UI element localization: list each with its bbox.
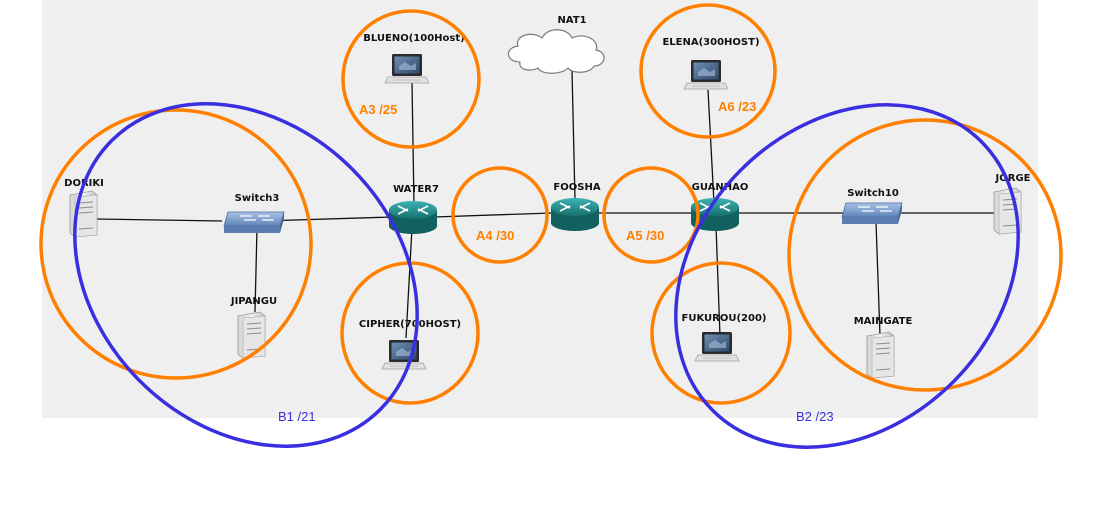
link-nat1-foosha [571, 69, 576, 201]
fukurou-laptop[interactable]: FUKUROU(200) [682, 313, 767, 362]
guanhao-router[interactable]: GUANHAO [690, 182, 749, 232]
maingate-server[interactable]: MAINGATE [854, 316, 913, 379]
subnet-circles [39, 3, 1063, 405]
switch10-label: Switch10 [847, 188, 899, 199]
blueno-laptop[interactable]: BLUENO(100Host) [363, 33, 465, 84]
subnet-circle-fukurou [650, 261, 792, 405]
water7-label: WATER7 [393, 184, 439, 195]
switch-icon [223, 211, 285, 234]
jorge-server[interactable]: JORGE [993, 173, 1031, 235]
subnet-labels: A3 /25 A4 /30 A5 /30 A6 /23 B1 /21 B2 /2… [278, 99, 834, 424]
cipher-label: CIPHER(700HOST) [359, 319, 461, 330]
fukurou-label: FUKUROU(200) [682, 313, 767, 324]
water7-router[interactable]: WATER7 [388, 184, 439, 235]
nat1-cloud[interactable]: NAT1 [507, 15, 605, 74]
subnet-label-a5: A5 /30 [626, 228, 664, 243]
foosha-router[interactable]: FOOSHA [550, 182, 601, 232]
link-water7-cipher [405, 227, 413, 339]
router-icon [550, 197, 600, 232]
subnet-circle-a5 [602, 166, 700, 264]
switch-icon [841, 202, 903, 225]
jorge-label: JORGE [995, 173, 1031, 184]
links [95, 69, 994, 339]
switch10[interactable]: Switch10 [841, 188, 903, 225]
link-blueno-water7 [411, 81, 415, 206]
link-guanhao-fukurou [715, 225, 721, 337]
summary-ellipse-b1 [73, 102, 419, 448]
subnet-label-b2: B2 /23 [796, 409, 834, 424]
link-doriki-switch3 [95, 218, 223, 222]
subnet-circle-b2-lan [787, 118, 1063, 392]
link-switch10-maingate [875, 221, 881, 337]
summary-ellipses [73, 102, 1020, 449]
elena-laptop[interactable]: ELENA(300HOST) [662, 37, 760, 90]
subnet-circle-a3 [341, 9, 481, 149]
subnet-label-a3: A3 /25 [359, 102, 397, 117]
switch3[interactable]: Switch3 [223, 193, 285, 234]
elena-label: ELENA(300HOST) [662, 37, 759, 48]
nat1-label: NAT1 [557, 15, 586, 26]
link-switch3-water7 [261, 216, 393, 222]
server-icon [237, 311, 266, 359]
jipangu-label: JIPANGU [230, 296, 277, 307]
cipher-laptop[interactable]: CIPHER(700HOST) [359, 319, 461, 370]
link-elena-guanhao [707, 89, 715, 204]
subnet-label-a6: A6 /23 [718, 99, 756, 114]
link-switch3-jipangu [254, 227, 258, 313]
cloud-icon [507, 29, 605, 74]
subnet-circle-b1-lan [39, 108, 313, 380]
subnet-label-b1: B1 /21 [278, 409, 316, 424]
jipangu-server[interactable]: JIPANGU [230, 296, 277, 359]
subnet-label-a4: A4 /30 [476, 228, 514, 243]
subnet-circle-a6 [639, 3, 777, 139]
guanhao-label: GUANHAO [692, 182, 749, 193]
server-icon [866, 331, 895, 379]
subnet-circle-a4 [451, 166, 549, 264]
switch3-label: Switch3 [235, 193, 280, 204]
blueno-label: BLUENO(100Host) [363, 33, 464, 44]
maingate-label: MAINGATE [854, 316, 913, 327]
foosha-label: FOOSHA [553, 182, 600, 193]
summary-ellipse-b2 [674, 103, 1020, 449]
